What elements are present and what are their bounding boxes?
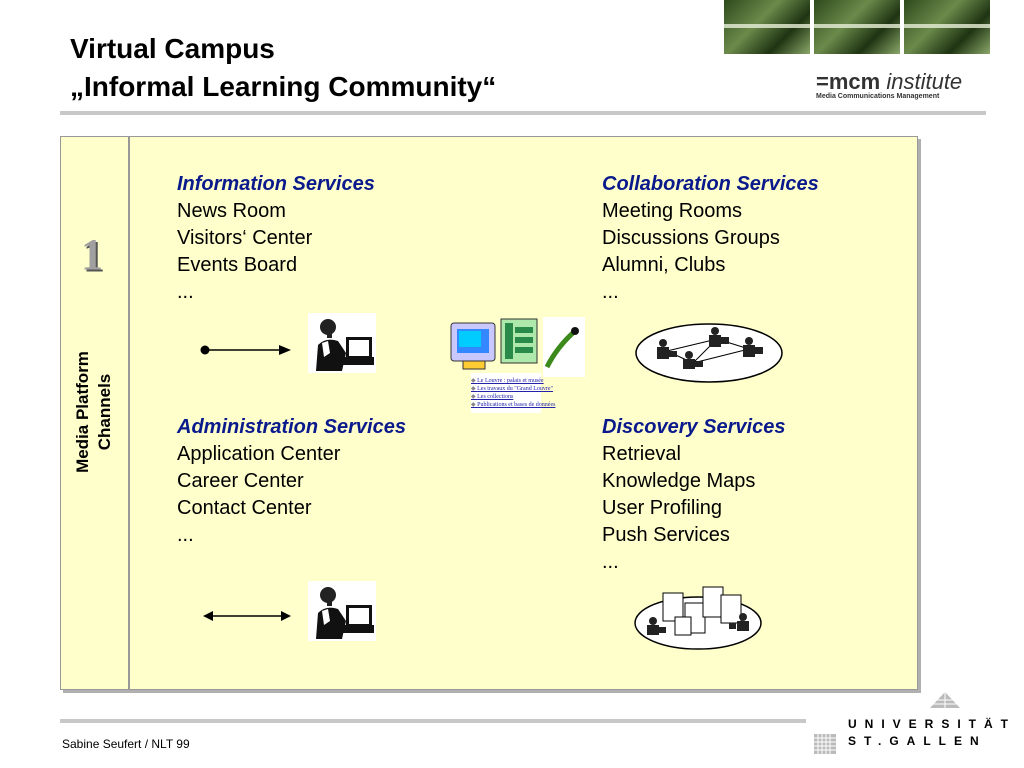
discovery-document-cluster-icon	[634, 586, 762, 650]
university-name: UNIVERSITÄT ST.GALLEN	[848, 716, 1016, 750]
university-line-1: UNIVERSITÄT	[848, 717, 1017, 731]
collaboration-item: ...	[602, 281, 619, 303]
information-item: News Room	[177, 200, 286, 222]
discovery-item: Knowledge Maps	[602, 470, 756, 492]
administration-services: Administration Services Application Cent…	[177, 414, 406, 549]
university-line-2: ST.GALLEN	[848, 734, 987, 748]
university-emblem-grid-icon	[814, 734, 836, 754]
logo-subtitle: Media Communications Management	[816, 93, 940, 100]
web-link[interactable]: ◆ Les travaux du "Grand Louvre"	[471, 386, 553, 392]
title-line-2: „Informal Learning Community“	[70, 71, 497, 102]
information-services: Information Services News Room Visitors‘…	[177, 171, 375, 306]
university-emblem-top-icon	[930, 692, 960, 708]
administration-item: Application Center	[177, 443, 341, 465]
web-link[interactable]: ◆ Publications et bases de données	[471, 402, 556, 408]
web-link[interactable]: ◆ Les collections	[471, 394, 514, 400]
page-title: Virtual Campus „Informal Learning Commun…	[70, 30, 496, 106]
channel-label-line-1: Media Platform	[73, 351, 92, 473]
administration-services-heading: Administration Services	[177, 416, 406, 438]
administration-item: Contact Center	[177, 497, 312, 519]
header-photo-1	[724, 0, 810, 54]
channel-label-line-2: Channels	[95, 373, 114, 451]
collaboration-item: Discussions Groups	[602, 227, 780, 249]
discovery-item: ...	[602, 551, 619, 573]
person-at-computer-icon	[308, 313, 376, 373]
channel-label: Media Platform Channels	[72, 351, 116, 473]
collaboration-item: Meeting Rooms	[602, 200, 743, 222]
header-divider	[60, 111, 986, 115]
discovery-item: Retrieval	[602, 443, 681, 465]
administration-item: Career Center	[177, 470, 304, 492]
discovery-services-heading: Discovery Services	[602, 416, 786, 438]
mcm-logo: =mcm institute Media Communications Mana…	[816, 69, 962, 100]
discovery-item: Push Services	[602, 524, 730, 546]
web-link[interactable]: ◆ Le Louvre : palais et musée	[471, 378, 544, 384]
information-item: Events Board	[177, 254, 298, 276]
channel-column: 1 Media Platform Channels	[61, 137, 130, 689]
header-photo-strip	[724, 0, 990, 54]
footer-author: Sabine Seufert / NLT 99	[62, 737, 190, 751]
logo-mark: =mcm	[816, 69, 881, 94]
computer-web-collage-icon	[450, 317, 585, 413]
collaboration-item: Alumni, Clubs	[602, 254, 726, 276]
discovery-item: User Profiling	[602, 497, 723, 519]
administration-item: ...	[177, 524, 194, 546]
channel-number: 1	[81, 230, 103, 279]
collaboration-network-icon	[635, 323, 783, 383]
two-way-arrow-icon	[203, 611, 291, 621]
collaboration-services-heading: Collaboration Services	[602, 173, 819, 195]
collaboration-services: Collaboration Services Meeting Rooms Dis…	[602, 171, 819, 306]
information-item: ...	[177, 281, 194, 303]
header-photo-3	[904, 0, 990, 54]
discovery-services: Discovery Services Retrieval Knowledge M…	[602, 414, 785, 576]
information-services-heading: Information Services	[177, 173, 375, 195]
services-panel: 1 Media Platform Channels Information Se…	[60, 136, 918, 690]
footer-divider	[60, 719, 806, 723]
one-way-arrow-icon	[200, 345, 291, 355]
header-photo-2	[814, 0, 900, 54]
web-link-list: ◆ Le Louvre : palais et musée ◆ Les trav…	[471, 377, 583, 409]
information-item: Visitors‘ Center	[177, 227, 313, 249]
title-line-1: Virtual Campus	[70, 33, 275, 64]
logo-word: institute	[886, 69, 963, 94]
person-at-computer-icon	[308, 581, 376, 641]
